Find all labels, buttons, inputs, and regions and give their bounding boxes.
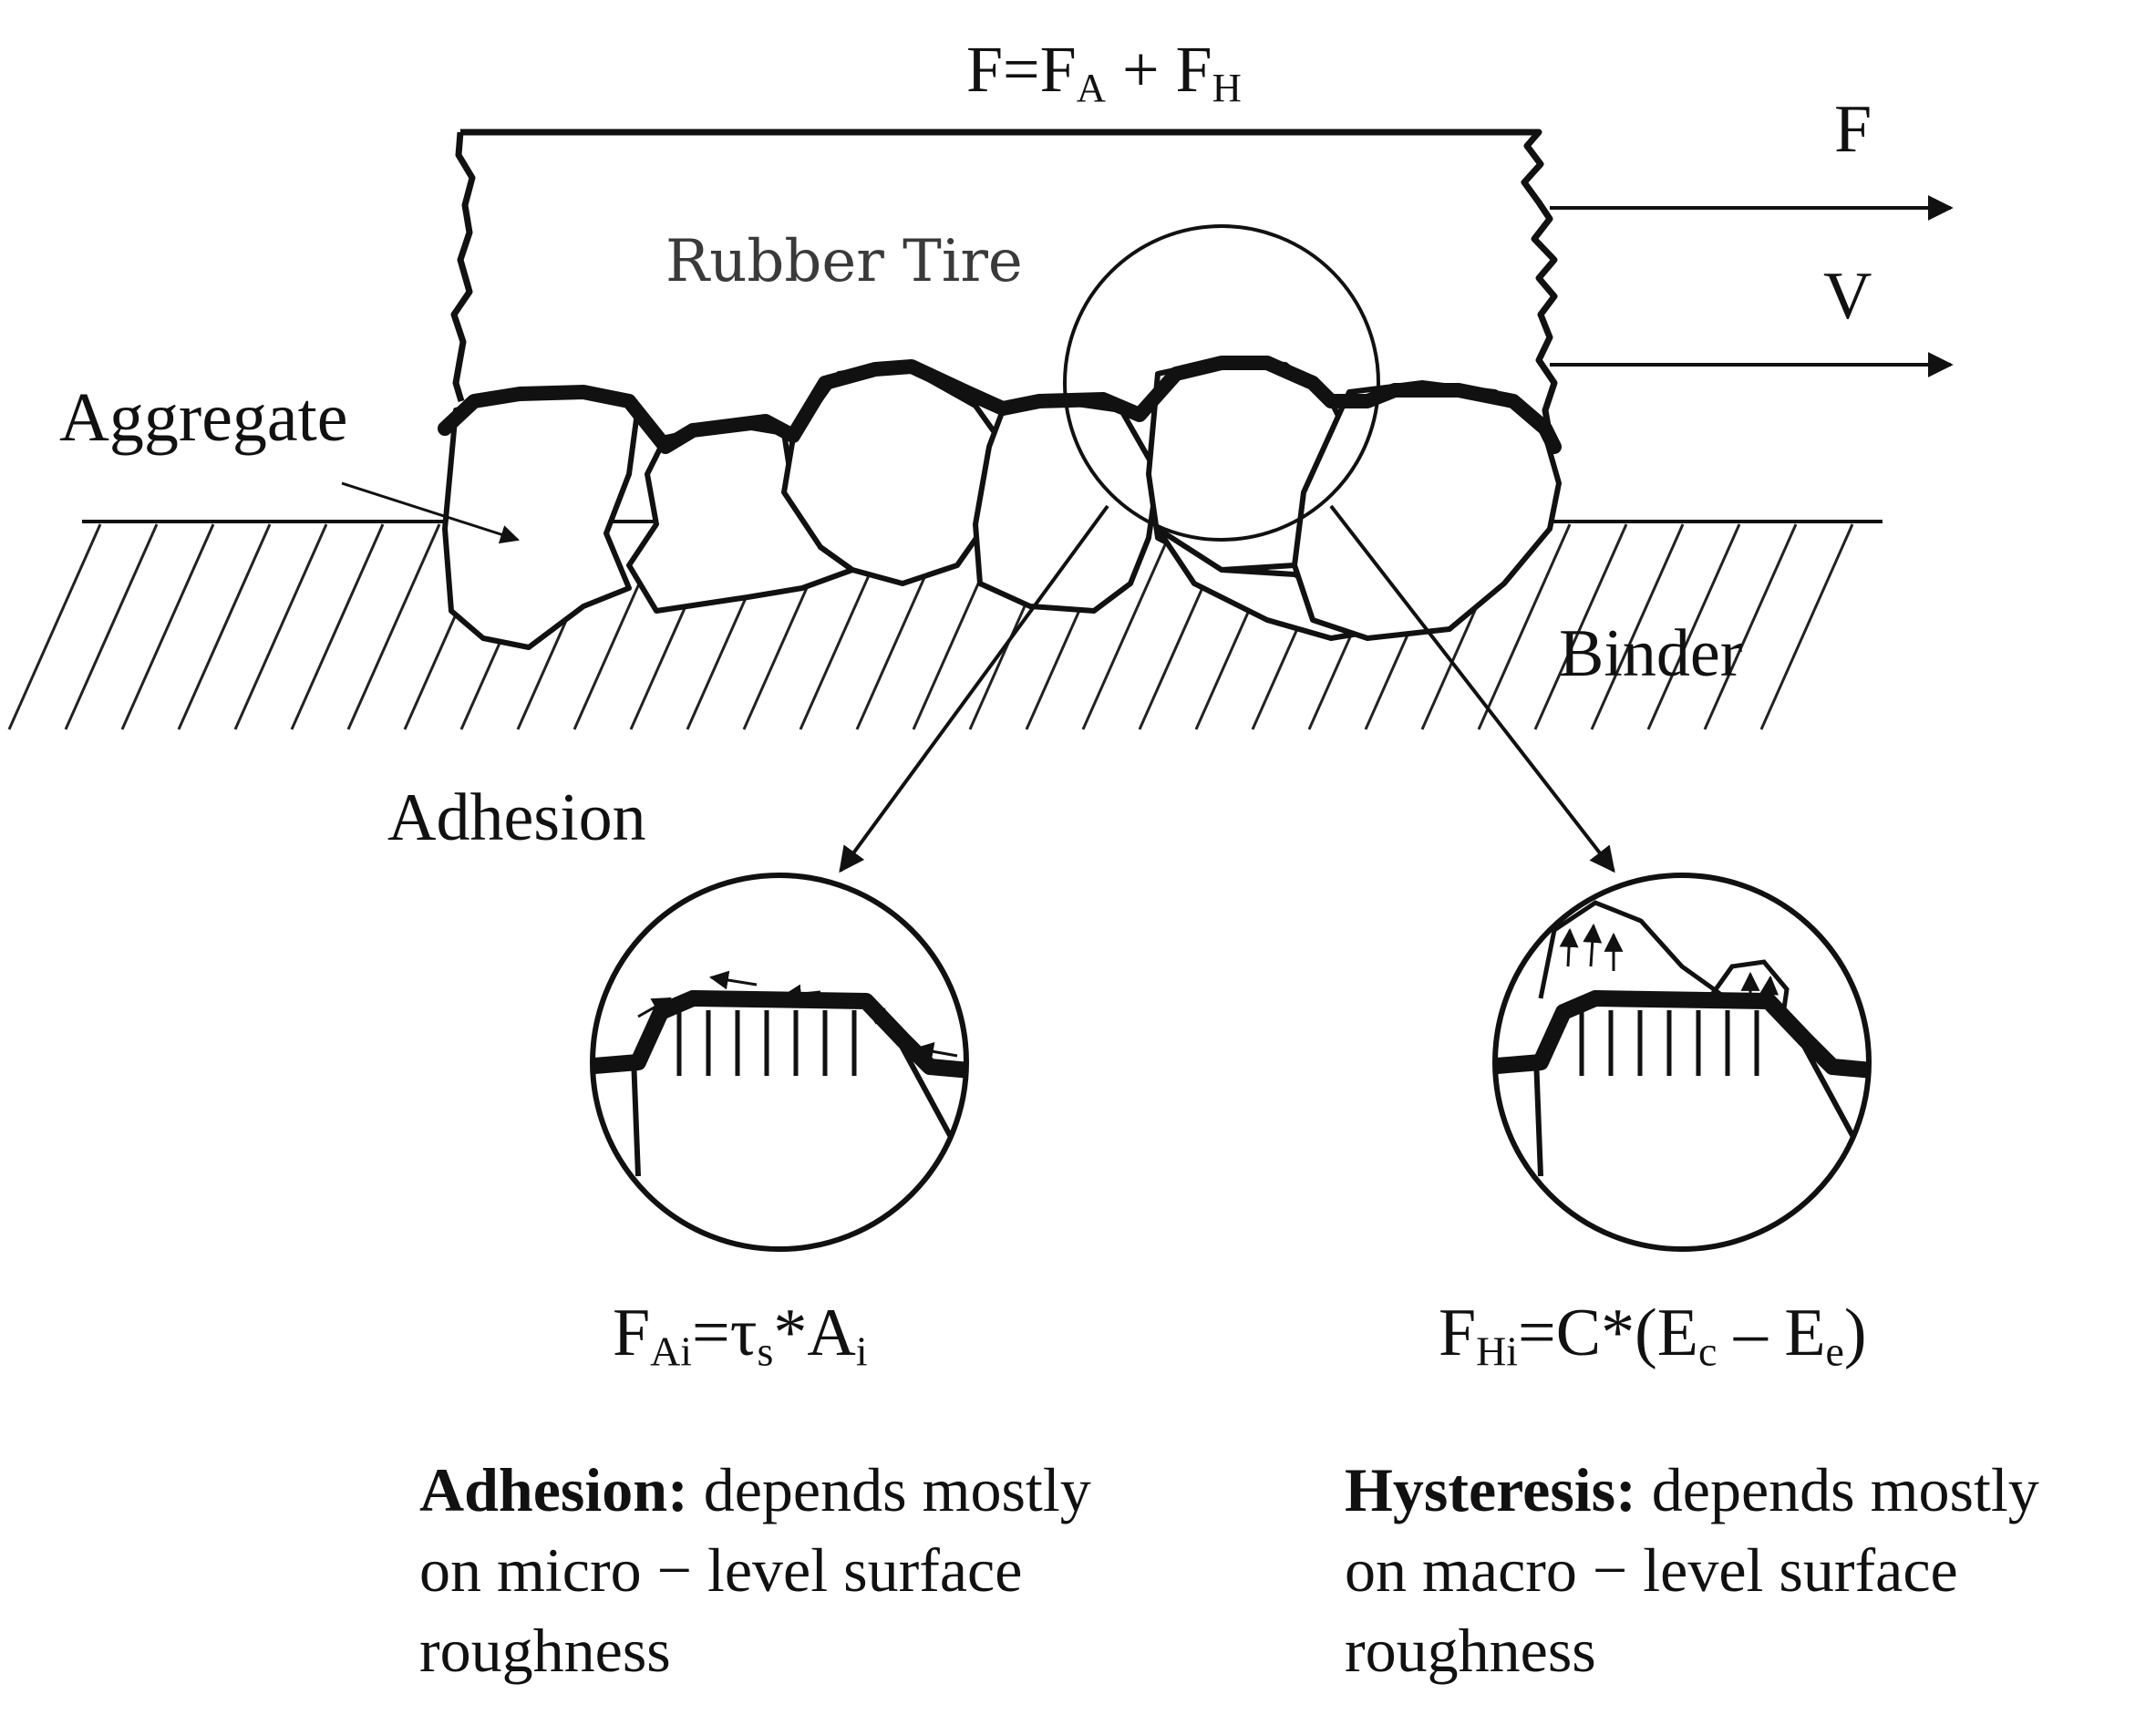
hysteresis-description-line-1: Hysteresis: depends mostly (1345, 1455, 2039, 1524)
hysteresis-small-bulge (1707, 959, 1790, 1022)
adhesion-leader-line (839, 504, 1109, 873)
adhesion-region-label: Adhesion (387, 780, 646, 855)
rubber-tire-block (450, 129, 1558, 448)
hatch-line (64, 523, 159, 730)
hatch-line (1533, 523, 1628, 730)
adhesion-inset (590, 873, 969, 1252)
hysteresis-inset (1492, 873, 1872, 1252)
adhesion-description-line-3: roughness (419, 1616, 671, 1685)
hatch-line (1081, 523, 1176, 730)
hatch-line (120, 523, 215, 730)
hatch-line (1477, 523, 1572, 730)
adhesion-description-line-2: on micro − level surface (419, 1535, 1023, 1605)
adhesion-inset-profile (593, 990, 966, 1080)
hysteresis-description-title: Hysteresis: (1345, 1455, 1636, 1524)
adhesion-description-title: Adhesion: (419, 1455, 688, 1524)
hatch-line (290, 523, 385, 730)
hysteresis-description: Hysteresis: depends mostly on macro − le… (1345, 1450, 2156, 1690)
force-label: F (1834, 92, 1872, 167)
hatch-line (1759, 523, 1854, 730)
aggregate-stone-1 (442, 389, 641, 650)
rubber-tire-label: Rubber Tire (665, 228, 1023, 295)
adhesion-formula: FAi=τs*Ai (613, 1296, 868, 1375)
hysteresis-formula: FHi=C*(Ec – Ee) (1439, 1296, 1867, 1375)
contact-zoom-circle (1063, 224, 1380, 542)
hatch-line (7, 523, 102, 730)
velocity-label: V (1823, 259, 1872, 334)
binder-label: Binder (1559, 616, 1743, 691)
total-force-formula: F=FA + FH (966, 33, 1242, 111)
hysteresis-description-line-2: on macro − level surface (1345, 1535, 1958, 1605)
aggregate-pointer-line (341, 481, 520, 544)
hatch-line (177, 523, 272, 730)
hysteresis-description-line-3: roughness (1345, 1616, 1596, 1685)
hatch-line (346, 523, 441, 730)
adhesion-description-line-1: Adhesion: depends mostly (419, 1455, 1091, 1524)
adhesion-description: Adhesion: depends mostly on micro − leve… (419, 1450, 1240, 1690)
aggregate-label: Aggregate (59, 379, 348, 456)
tire-contact-profile (438, 356, 1562, 454)
hysteresis-inset-profile (1495, 990, 1869, 1080)
hatch-line (1646, 523, 1741, 730)
hatch-line (1703, 523, 1798, 730)
hatch-line (233, 523, 328, 730)
hysteresis-leader-line (1329, 504, 1615, 873)
hatch-line (1590, 523, 1685, 730)
aggregate-stone-4 (973, 398, 1161, 614)
